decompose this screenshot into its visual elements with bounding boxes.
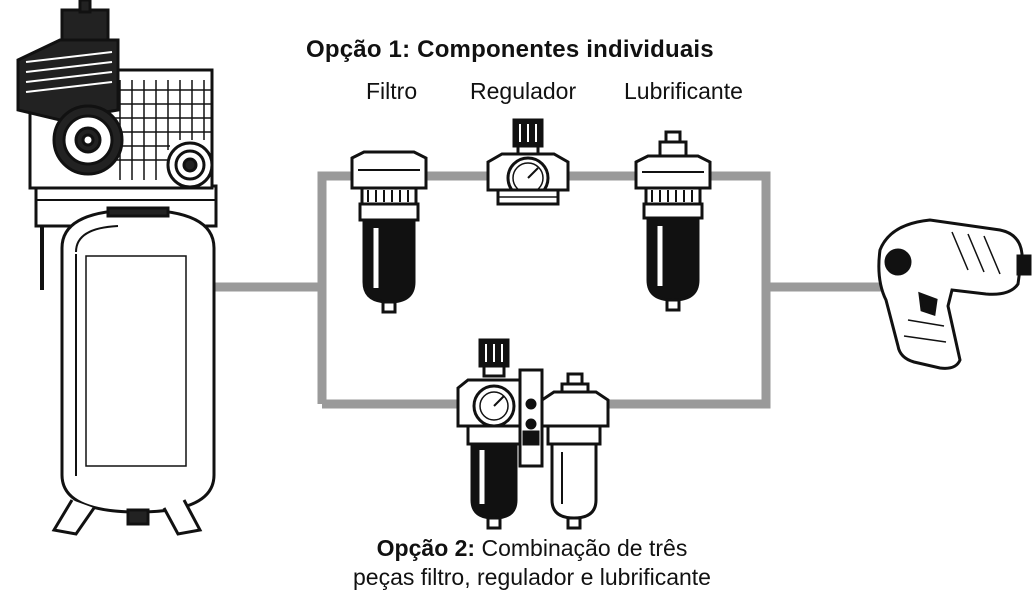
lubricator-label: Lubrificante: [624, 78, 743, 104]
impact-wrench-icon: [877, 218, 1032, 370]
regulator-label: Regulador: [470, 78, 577, 104]
filter-icon: [350, 150, 428, 314]
air-compressor-icon: [16, 0, 218, 536]
option1-title: Opção 1: Componentes individuais: [306, 36, 714, 63]
option2-title-bold: Opção 2:: [376, 535, 476, 561]
lubricator-icon: [634, 130, 712, 312]
filter-label: Filtro: [366, 78, 418, 104]
option2-title: Opção 2: Combinação de três: [292, 533, 772, 563]
option2-title-rest: Combinação de três: [481, 535, 688, 561]
pipe-loop: [317, 171, 771, 409]
regulator-icon: [486, 118, 570, 206]
option2-subtitle: peças filtro, regulador e lubrificante: [353, 564, 711, 590]
frl-combo-icon: [456, 338, 610, 530]
air-pipes: [214, 171, 885, 409]
